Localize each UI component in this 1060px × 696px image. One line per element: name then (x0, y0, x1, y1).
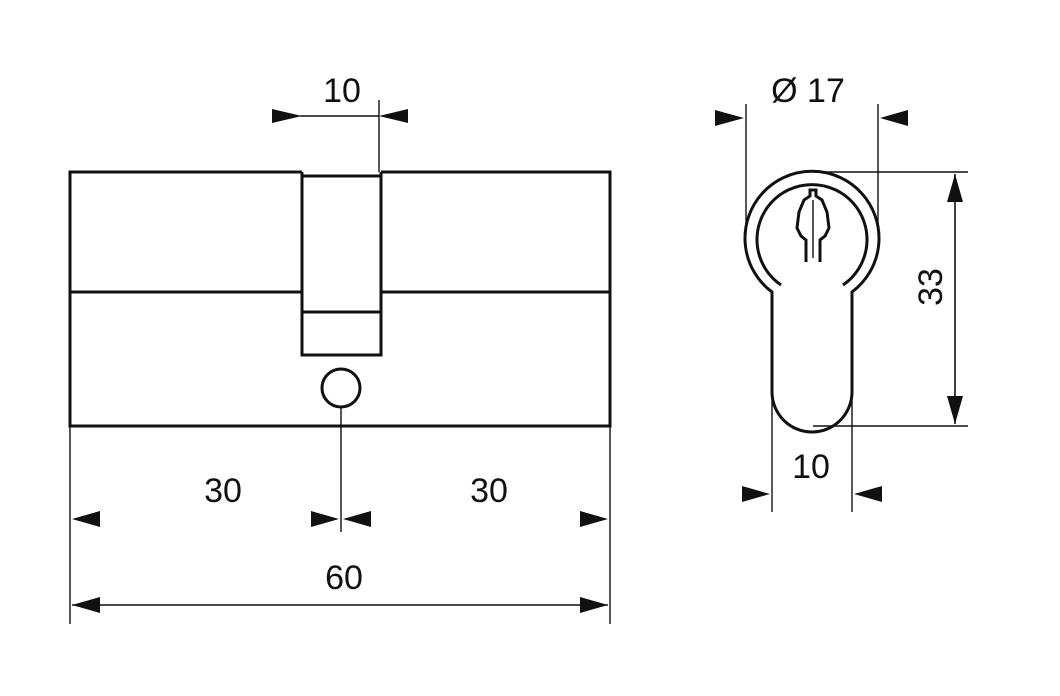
dim-label-diameter: Ø 17 (771, 72, 845, 110)
arrow-right-30-start (343, 511, 371, 527)
dim-label-bottom-width: 10 (792, 448, 830, 486)
arrow-slot-left (272, 109, 302, 123)
arrow-height-top (947, 174, 963, 202)
keyway-icon (795, 188, 831, 262)
arrow-right-30-end (580, 511, 608, 527)
dim-label-left-30: 30 (204, 472, 242, 510)
plug-ring (755, 183, 869, 287)
end-view: Ø 17 33 10 (715, 72, 968, 512)
arrow-w-left (742, 486, 770, 502)
arrow-w-right (854, 486, 882, 502)
arrow-total-left (72, 597, 100, 613)
screw-hole (320, 367, 362, 409)
dim-label-right-30: 30 (470, 472, 508, 510)
arrow-height-bottom (947, 396, 963, 424)
arrow-left-30-end (311, 511, 339, 527)
dim-label-height: 33 (912, 268, 950, 306)
side-view: 10 30 30 60 (68, 72, 612, 624)
cam-slot (300, 172, 383, 357)
dim-label-slot: 10 (323, 72, 361, 110)
arrow-left-30-start (72, 511, 100, 527)
arrow-slot-right (379, 109, 408, 123)
arrow-total-right (580, 597, 608, 613)
arrow-dia-right (880, 110, 908, 126)
dim-label-total: 60 (325, 559, 363, 597)
arrow-dia-left (715, 110, 744, 126)
cylinder-left-body (68, 170, 612, 428)
